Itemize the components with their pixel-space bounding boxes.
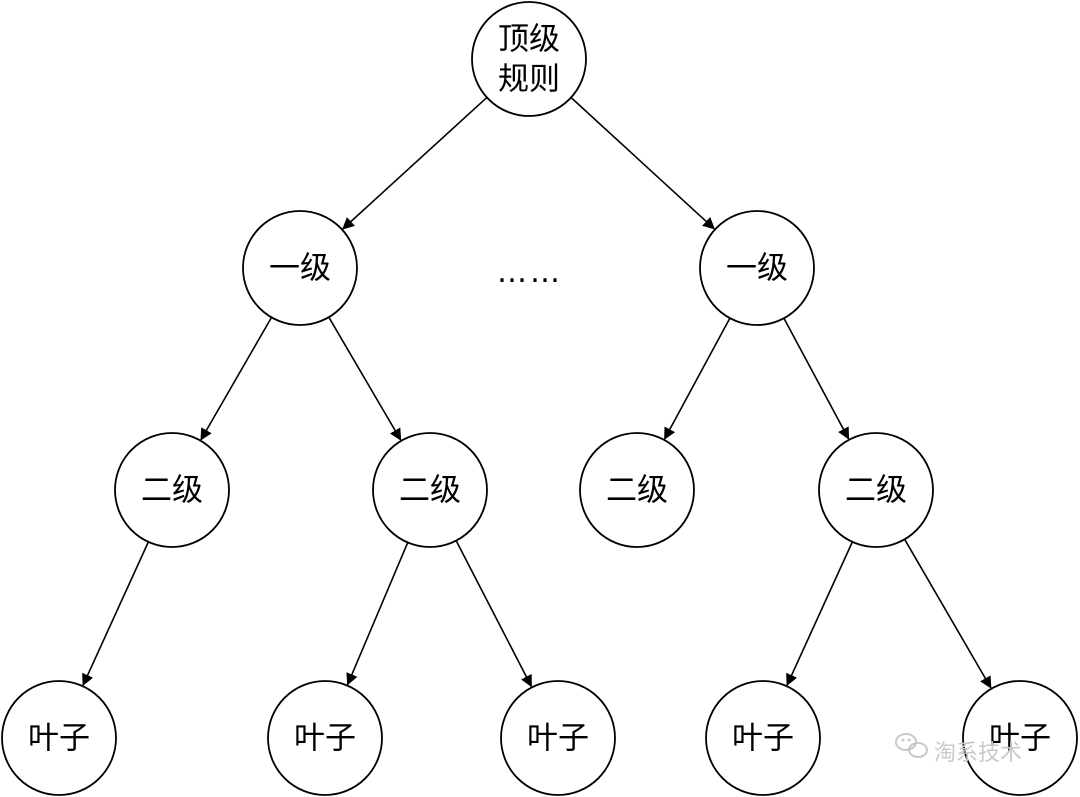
node-circle [242,210,358,326]
node-circle [705,680,821,796]
node-l2a: 二级 [114,432,230,548]
node-l2c: 二级 [579,432,695,548]
node-circle [579,432,695,548]
node-l2d: 二级 [818,432,934,548]
node-label: 一级 [269,251,331,287]
node-label: 二级 [399,473,461,509]
node-label: 叶子 [28,721,90,757]
node-label: 叶子 [294,721,356,757]
edge-l1b-l2d [783,317,850,440]
node-l1b: 一级 [699,210,815,326]
edge-l1b-l2c [663,317,731,440]
edge-l2a-leaf1 [82,541,150,687]
edge-l2d-leaf5 [903,538,992,689]
node-circle [267,680,383,796]
edges [82,96,992,689]
node-circle [372,432,488,548]
node-circle [114,432,230,548]
watermark: 淘系技术 [895,733,1022,766]
watermark-text: 淘系技术 [934,741,1022,766]
node-label: 叶子 [989,721,1051,757]
node-label: 规则 [498,62,560,98]
node-label: 顶级 [498,22,560,58]
edge-l1a-l2a [200,316,273,441]
node-label: 二级 [845,473,907,509]
node-leaf2: 叶子 [267,680,383,796]
ellipsis-label: …… [497,255,563,290]
edge-root-l1b [570,96,715,230]
node-leaf3: 叶子 [500,680,616,796]
node-circle [962,680,1078,796]
edge-l2b-leaf2 [346,542,409,686]
node-label: 二级 [141,473,203,509]
node-circle [818,432,934,548]
node-circle [471,1,587,117]
node-leaf4: 叶子 [705,680,821,796]
edge-l2b-leaf3 [455,540,533,688]
node-l1a: 一级 [242,210,358,326]
edge-root-l1a [342,96,488,230]
node-l2b: 二级 [372,432,488,548]
edge-l2d-leaf4 [786,541,854,687]
node-label: 叶子 [527,721,589,757]
node-circle [699,210,815,326]
edge-l1a-l2b [328,316,402,441]
node-label: 叶子 [732,721,794,757]
node-circle [500,680,616,796]
node-circle [1,680,117,796]
node-label: 一级 [726,251,788,287]
wechat-icon [895,733,928,758]
node-label: 二级 [606,473,668,509]
node-leaf1: 叶子 [1,680,117,796]
node-leaf5: 叶子 [962,680,1078,796]
